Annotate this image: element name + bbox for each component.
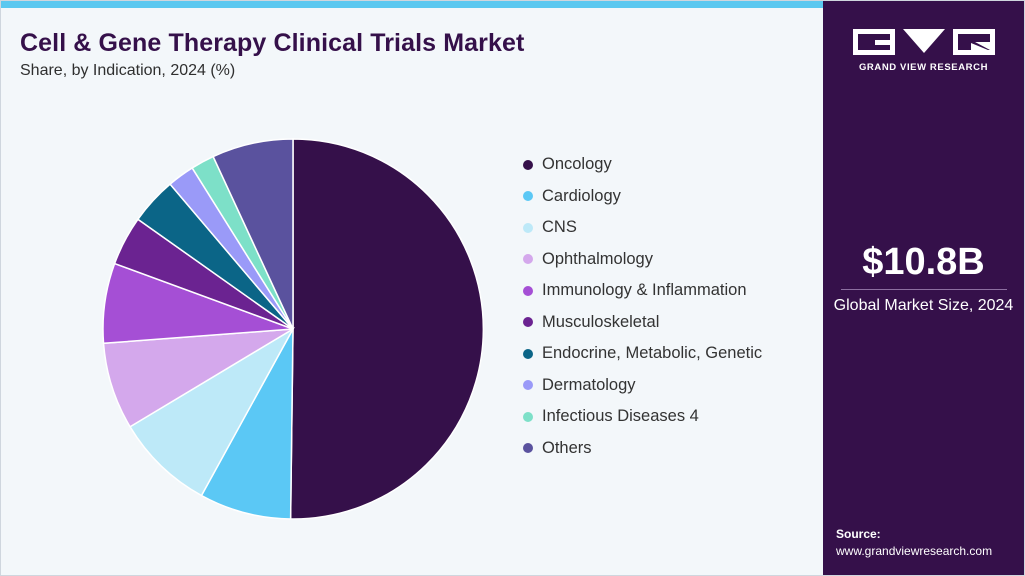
- market-size-value: $10.8B: [862, 241, 985, 283]
- legend-item: Infectious Diseases 4: [523, 401, 762, 433]
- legend-marker: [523, 254, 533, 265]
- market-size-label: Global Market Size, 2024: [833, 297, 1014, 314]
- accent-bar: [1, 1, 823, 8]
- legend-label: Others: [542, 438, 592, 457]
- legend-item: Cardiology: [523, 181, 762, 213]
- legend-marker: [523, 411, 533, 422]
- legend-marker: [523, 285, 533, 296]
- legend-marker: [523, 191, 533, 202]
- legend-label: Ophthalmology: [542, 249, 653, 268]
- legend-label: Dermatology: [542, 375, 636, 394]
- legend-item: Endocrine, Metabolic, Genetic: [523, 338, 762, 370]
- pie-slice-cardiology: [200, 328, 294, 520]
- legend-item: CNS: [523, 212, 762, 244]
- chart-panel: Cell & Gene Therapy Clinical Trials Mark…: [1, 1, 823, 575]
- brand-name: GRAND VIEW RESEARCH: [858, 62, 989, 73]
- legend-marker: [523, 443, 533, 454]
- legend-marker: [523, 380, 533, 391]
- source-label: Source:: [836, 527, 881, 541]
- pie-slice-oncology: [289, 138, 485, 520]
- legend-label: Musculoskeletal: [542, 312, 660, 331]
- legend-item: Musculoskeletal: [523, 307, 762, 339]
- legend-item: Others: [523, 433, 762, 465]
- legend-item: Immunology & Inflammation: [523, 275, 762, 307]
- legend-marker: [523, 317, 533, 328]
- legend-marker: [523, 222, 533, 233]
- legend-label: CNS: [542, 218, 577, 237]
- sidebar: GRAND VIEW RESEARCH $10.8B Global Market…: [823, 1, 1024, 575]
- legend-marker: [523, 348, 533, 359]
- source-link[interactable]: www.grandviewresearch.com: [836, 544, 993, 558]
- legend-item: Dermatology: [523, 370, 762, 402]
- grand-view-research-logo: [853, 29, 995, 55]
- legend-marker: [523, 159, 533, 170]
- chart-title: Cell & Gene Therapy Clinical Trials Mark…: [20, 29, 525, 57]
- legend-item: Oncology: [523, 149, 762, 181]
- pie-slice-cns: [129, 326, 295, 497]
- divider: [841, 289, 1007, 290]
- legend-label: Cardiology: [542, 186, 621, 205]
- legend-label: Endocrine, Metabolic, Genetic: [542, 344, 763, 363]
- legend-label: Infectious Diseases 4: [542, 407, 699, 426]
- legend-item: Ophthalmology: [523, 244, 762, 276]
- pie-slice-others: [212, 138, 294, 330]
- legend-label: Oncology: [542, 155, 612, 174]
- legend-label: Immunology & Inflammation: [542, 281, 747, 300]
- chart-subtitle: Share, by Indication, 2024 (%): [20, 62, 236, 79]
- pie-chart: [102, 138, 485, 520]
